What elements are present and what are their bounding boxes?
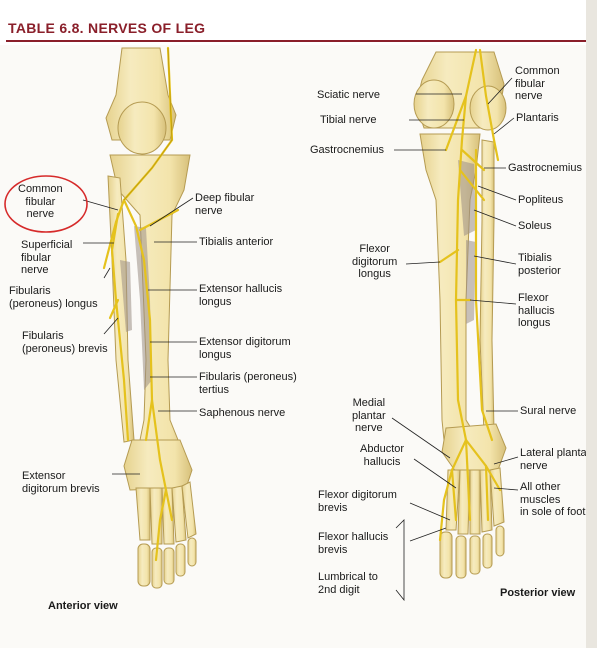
label-deep-fibular-nerve: Deep fibular nerve — [195, 192, 255, 217]
label-extensor-digitorum-longus: Extensor digitorum longus — [199, 336, 291, 361]
posterior-leader-lines — [391, 77, 519, 602]
label-saphenous-nerve: Saphenous nerve — [199, 407, 286, 419]
label-sciatic-nerve: Sciatic nerve — [317, 89, 380, 101]
header-rule — [6, 40, 586, 42]
label-tibialis-posterior: Tibialis posterior — [518, 252, 561, 277]
label-fibularis-longus: Fibularis (peroneus) longus — [9, 285, 98, 310]
page-gutter — [586, 0, 597, 648]
label-flexor-hallucis-brevis: Flexor hallucis brevis — [318, 531, 389, 556]
label-flexor-hallucis-longus: Flexor hallucis longus — [518, 292, 555, 329]
anterior-muscles — [120, 226, 152, 390]
label-common-fibular-nerve-posterior: Common fibular nerve — [515, 65, 560, 102]
posterior-leg-drawing — [413, 48, 507, 579]
posterior-view-caption: Posterior view — [500, 587, 576, 599]
label-extensor-digitorum-brevis: Extensor digitorum brevis — [22, 470, 100, 495]
label-gastrocnemius-medial: Gastrocnemius — [310, 144, 384, 156]
label-extensor-hallucis-longus: Extensor hallucis longus — [199, 283, 283, 308]
label-lateral-plantar-nerve: Lateral plantar nerve — [520, 447, 591, 472]
label-superficial-fibular-nerve: Superficial fibular nerve — [21, 239, 73, 276]
label-fibularis-tertius: Fibularis (peroneus) tertius — [199, 371, 297, 396]
posterior-bones — [413, 51, 507, 579]
label-all-other-muscles: All other muscles in sole of foot — [520, 481, 586, 518]
table-header: TABLE 6.8. NERVES OF LEG — [0, 0, 597, 45]
label-gastrocnemius-lateral: Gastrocnemius — [508, 162, 582, 174]
label-popliteus: Popliteus — [518, 194, 564, 206]
anterior-leader-lines — [82, 197, 197, 475]
label-flexor-digitorum-longus: Flexor digitorum longus — [352, 243, 398, 280]
annotation-circle — [4, 175, 88, 233]
label-abductor-hallucis: Abductor hallucis — [360, 443, 405, 468]
anterior-leg-drawing — [102, 46, 197, 589]
anterior-nerve-outline — [123, 47, 173, 201]
anterior-bones — [105, 47, 197, 589]
posterior-muscles — [458, 160, 476, 324]
posterior-nerves — [438, 48, 502, 542]
anterior-view-caption: Anterior view — [48, 600, 118, 612]
label-flexor-digitorum-brevis: Flexor digitorum brevis — [318, 489, 397, 514]
label-sural-nerve: Sural nerve — [520, 405, 577, 417]
table-title: TABLE 6.8. NERVES OF LEG — [8, 20, 206, 36]
label-plantaris: Plantaris — [516, 112, 559, 124]
label-tibial-nerve: Tibial nerve — [320, 114, 377, 126]
label-common-fibular-nerve-anterior: Common fibular nerve — [18, 183, 63, 220]
label-tibialis-anterior: Tibialis anterior — [199, 236, 274, 248]
label-soleus: Soleus — [518, 220, 552, 232]
label-lumbrical: Lumbrical to 2nd digit — [318, 571, 378, 596]
label-fibularis-brevis: Fibularis (peroneus) brevis — [22, 330, 108, 355]
label-medial-plantar-nerve: Medial plantar nerve — [352, 397, 386, 434]
